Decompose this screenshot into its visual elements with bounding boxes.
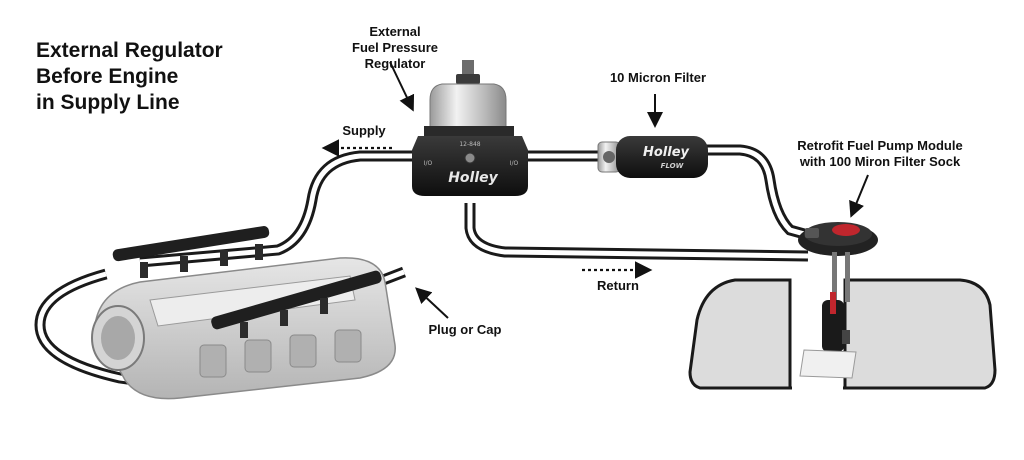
diagram-title-line-1: External Regulator — [36, 39, 223, 62]
filter-label: 10 Micron Filter — [609, 70, 707, 85]
regulator-port-left-text: I/O — [424, 160, 433, 167]
pump-module-label-line-2: with 100 Miron Filter Sock — [799, 154, 961, 169]
fuel-pump-module — [798, 222, 878, 379]
plug-or-cap-label: Plug or Cap — [428, 322, 502, 337]
regulator-label: External Fuel Pressure Regulator — [330, 24, 460, 72]
supply-line-to-engine — [139, 150, 418, 268]
pump-module-label-line-1: Retrofit Fuel Pump Module — [797, 138, 963, 153]
regulator-port-right-text: I/O — [510, 160, 519, 167]
intake-manifold — [91, 226, 396, 400]
regulator-pointer-arrow — [389, 61, 415, 112]
filter-sub-text: FLOW — [661, 162, 684, 170]
inline-fuel-filter: Holley FLOW — [597, 136, 708, 178]
pump-to-filter-line — [706, 144, 810, 241]
regulator-label-line-2: Fuel Pressure Regulator — [352, 40, 438, 71]
regulator-label-line-1: External — [369, 24, 421, 39]
diagram-title-line-3: in Supply Line — [36, 91, 180, 114]
diagram-title-line-2: Before Engine — [36, 65, 179, 88]
supply-label: Supply — [342, 123, 386, 138]
pump-module-label: Retrofit Fuel Pump Module with 100 Miron… — [782, 138, 978, 170]
fuel-pressure-regulator: Holley 12-848 I/O I/O — [412, 60, 528, 196]
fuel-rail-loop-line — [34, 268, 196, 394]
return-line — [464, 203, 809, 262]
pump-pointer-arrow — [849, 174, 869, 218]
plug-pointer-arrow — [415, 287, 449, 319]
fuel-tank — [688, 278, 997, 390]
return-label: Return — [597, 278, 639, 293]
regulator-model-text: 12-848 — [459, 141, 480, 148]
filter-brand-text: Holley — [643, 145, 690, 160]
regulator-brand-text: Holley — [448, 170, 498, 186]
